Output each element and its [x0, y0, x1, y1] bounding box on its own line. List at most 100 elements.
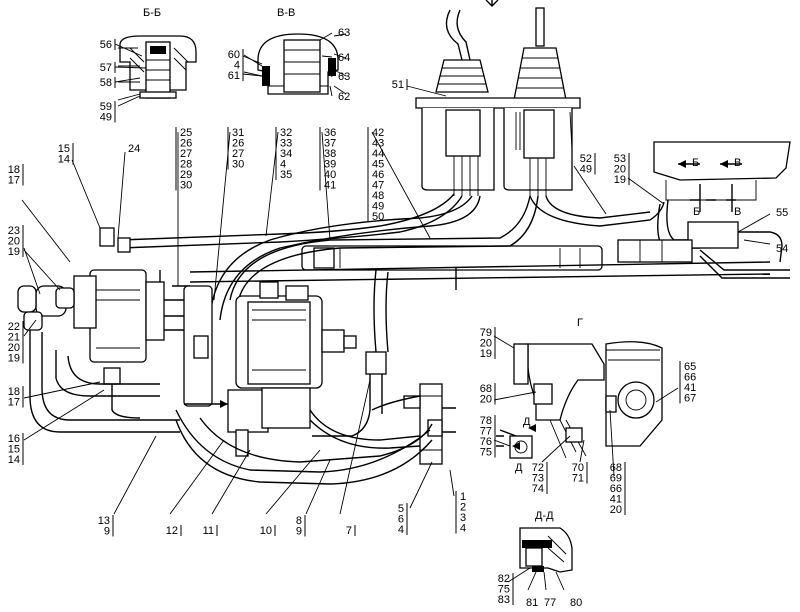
- section-dd-view: [519, 527, 573, 573]
- callout-number: 48: [372, 190, 384, 202]
- callout-c7: 7: [346, 525, 356, 537]
- callout-number: 76: [480, 436, 492, 448]
- callout-number: 62: [338, 91, 350, 103]
- callout-number: 70: [572, 462, 584, 474]
- callout-number: 41: [610, 494, 622, 506]
- callout-number: 9: [296, 526, 302, 538]
- callout-number: 16: [8, 433, 20, 445]
- callout-number: 36: [324, 127, 336, 139]
- callout-number: 26: [180, 138, 192, 150]
- callout-number: 42: [372, 127, 384, 139]
- callout-number: 46: [372, 169, 384, 181]
- callout-c64: 64: [338, 52, 350, 64]
- callout-number: 27: [180, 148, 192, 160]
- callout-number: 83: [498, 594, 510, 606]
- callout-number: 5: [398, 503, 404, 515]
- callout-c58: 58: [100, 77, 116, 89]
- callout-number: 71: [572, 473, 584, 485]
- callout-number: 26: [232, 138, 244, 150]
- callout-number: 4: [234, 60, 240, 72]
- callout-c55: 55: [776, 207, 788, 219]
- section-vv-view: [243, 33, 347, 95]
- centre-motor: [183, 281, 357, 457]
- callout-number: 79: [480, 327, 492, 339]
- callout-number: 31: [232, 127, 244, 139]
- callout-c54: 54: [776, 243, 788, 255]
- callout-labels: 5657585949604616364636251151424181723201…: [8, 27, 789, 609]
- callout-number: 38: [324, 148, 336, 160]
- callout-number: 58: [100, 77, 112, 89]
- callout-number: 39: [324, 159, 336, 171]
- section-mark-v-lower: В: [734, 206, 741, 218]
- callout-number: 49: [100, 112, 112, 124]
- callout-number: 20: [8, 236, 20, 248]
- callout-number: 47: [372, 180, 384, 192]
- section-title-bb: Б-Б: [143, 7, 161, 19]
- callout-number: 59: [100, 101, 112, 113]
- callout-number: 77: [480, 426, 492, 438]
- section-mark-v-upper: В: [734, 157, 741, 169]
- callout-number: 30: [180, 180, 192, 192]
- callout-number: 64: [338, 52, 350, 64]
- callout-number: 10: [260, 525, 272, 537]
- section-g-view: [496, 341, 663, 459]
- callout-number: 4: [280, 159, 286, 171]
- section-title-vv: В-В: [277, 7, 295, 19]
- callout-number: 19: [8, 353, 20, 365]
- callout-c62: 62: [338, 91, 350, 103]
- callout-number: 6: [398, 514, 404, 526]
- callout-number: 51: [392, 79, 404, 91]
- callout-c77: 77: [544, 597, 556, 609]
- callout-number: 17: [8, 397, 20, 409]
- callout-c57: 57: [100, 62, 116, 74]
- callout-number: 75: [480, 447, 492, 459]
- callout-number: 77: [544, 597, 556, 607]
- callout-number: 43: [372, 138, 384, 150]
- callout-number: 32: [280, 127, 292, 139]
- callout-number: 25: [180, 127, 192, 139]
- callout-number: 20: [480, 338, 492, 350]
- callout-number: 50: [372, 211, 384, 223]
- callout-number: 3: [460, 512, 466, 524]
- section-mark-b-lower: Б: [693, 206, 700, 218]
- callout-number: 56: [100, 39, 112, 51]
- callout-number: 41: [324, 180, 336, 192]
- callout-number: 66: [684, 372, 696, 384]
- callout-c56: 56: [100, 39, 116, 51]
- callout-number: 20: [480, 394, 492, 406]
- callout-number: 73: [532, 473, 544, 485]
- section-title-dd: Д-Д: [535, 510, 554, 522]
- callout-c13: 139: [98, 515, 114, 538]
- callout-number: 29: [180, 169, 192, 181]
- callout-number: 12: [166, 525, 178, 537]
- callout-number: 24: [128, 143, 140, 155]
- callout-number: 22: [8, 321, 20, 333]
- callout-number: 54: [776, 243, 788, 255]
- callout-number: 21: [8, 332, 20, 344]
- callout-number: 34: [280, 148, 292, 160]
- callout-number: 67: [684, 393, 696, 405]
- callout-number: 13: [98, 515, 110, 527]
- control-lever-unit: [415, 0, 581, 196]
- callout-number: 37: [324, 138, 336, 150]
- callout-number: 63: [338, 71, 350, 83]
- section-bb-view: [117, 35, 197, 101]
- distribution-valve: [175, 269, 456, 485]
